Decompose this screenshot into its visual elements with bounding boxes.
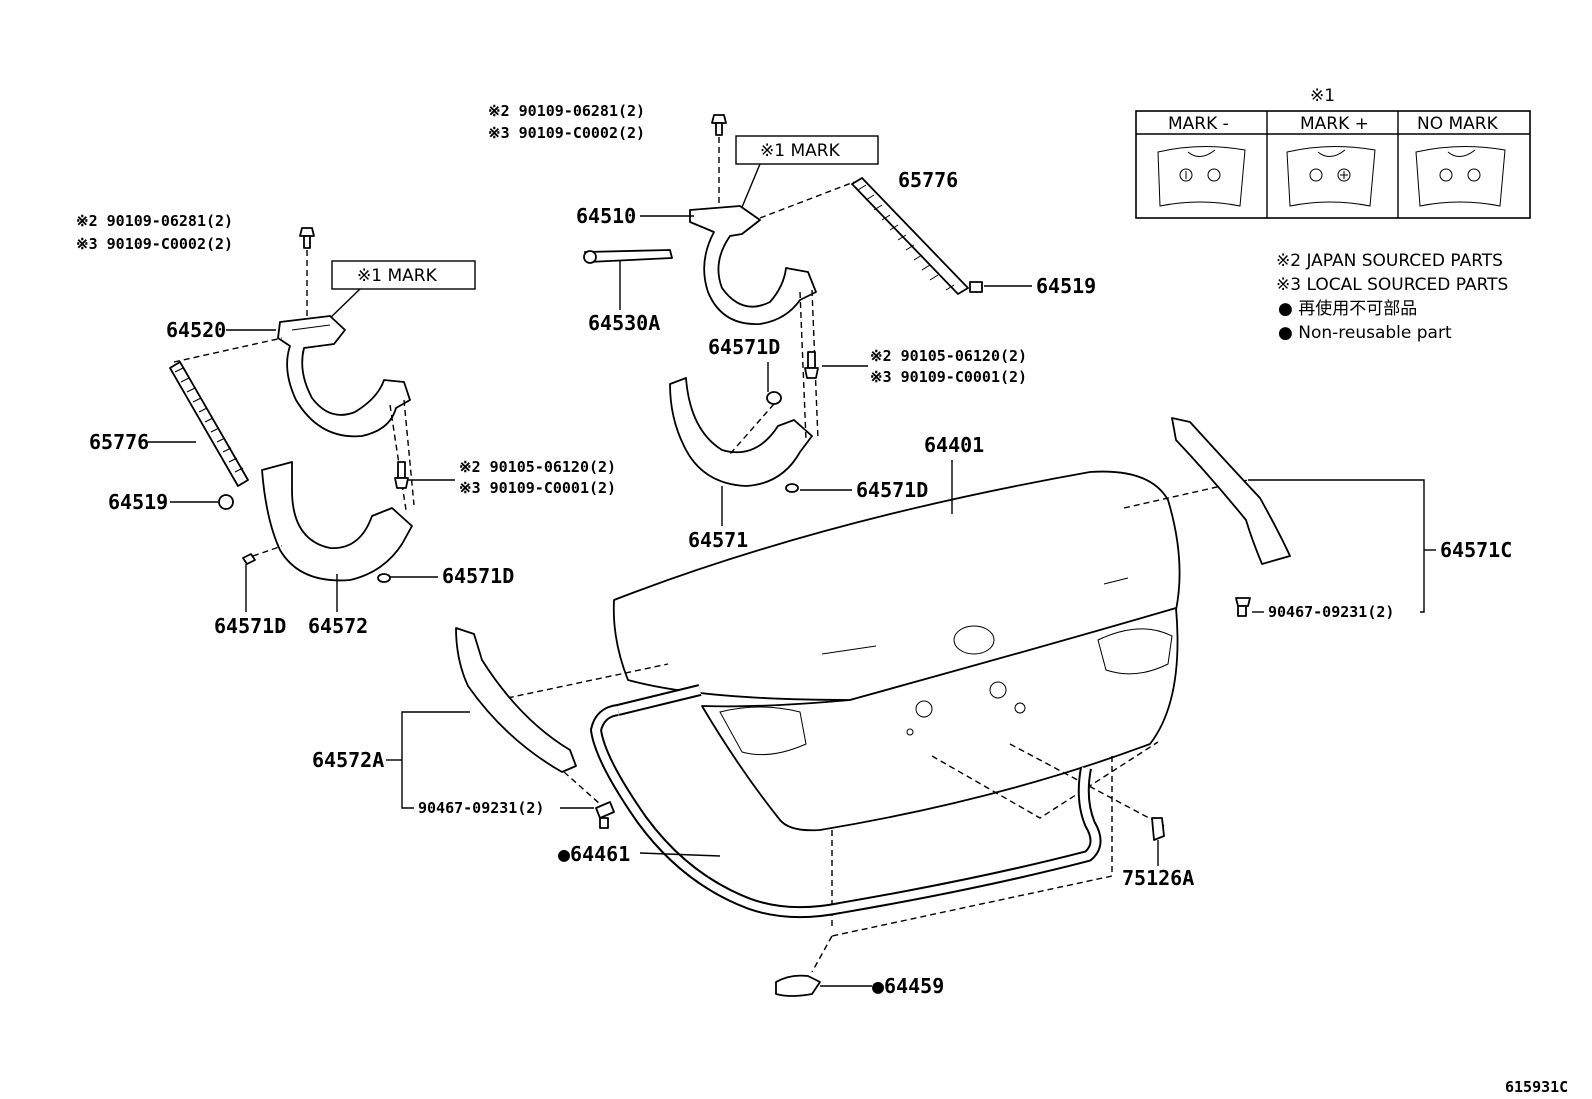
trim-64572a (455, 627, 577, 773)
mark-box-left-text: ※1 MARK (357, 266, 438, 286)
hinge-64510 (689, 205, 817, 325)
clip-64571d-a (242, 553, 256, 565)
trim-64571c (1171, 417, 1291, 565)
clip-90467-right (1235, 597, 1251, 617)
label-64519-left: 64519 (108, 490, 168, 514)
link-rod-64530a (583, 249, 673, 264)
label-64571d-c: 64571D (708, 335, 780, 359)
collar-64519-right (969, 281, 983, 293)
label-64572: 64572 (308, 614, 368, 638)
label-64571d-d: 64571D (856, 478, 928, 502)
leader-lines (148, 215, 1436, 987)
mark-plus-header: MARK + (1300, 114, 1369, 134)
label-64401: 64401 (924, 433, 984, 457)
left-hinge-assembly: ※1 MARK (169, 227, 476, 583)
label-64520: 64520 (166, 318, 226, 342)
label-64571d-a: 64571D (214, 614, 286, 638)
mark-table: ※1 MARK - MARK + NO MARK (1135, 86, 1531, 219)
clip-64571d-c (766, 391, 782, 405)
clip-64571d-b (377, 573, 391, 583)
spring-65776-right (851, 177, 969, 295)
no-mark-header: NO MARK (1417, 114, 1499, 134)
hinge-64520 (277, 315, 411, 438)
bolt-icon (299, 227, 315, 249)
part-labels: ※2 90109-06281(2) ※3 90109-C0002(2) 6452… (76, 102, 1568, 1096)
label-64510: 64510 (576, 204, 636, 228)
screw-icon (394, 461, 409, 489)
collar-64519-left (218, 494, 234, 510)
label-64459: ●64459 (872, 974, 944, 998)
hinge-cover-64571 (669, 377, 813, 487)
no-mark-sketch (1415, 145, 1506, 207)
legend-nonreusable-jp: ● 再使用不可部品 (1278, 298, 1417, 319)
hole-plug-64459 (775, 974, 821, 997)
label-75126a: 75126A (1122, 866, 1194, 890)
label-64571c: 64571C (1440, 538, 1512, 562)
label-clip-left: 90467-09231(2) (418, 799, 544, 817)
label-64571d-b: 64571D (442, 564, 514, 588)
trunk-lid-64401 (612, 470, 1181, 832)
mark-plus-sketch (1286, 145, 1376, 207)
screw-icon (804, 351, 819, 379)
spring-65776-left (169, 361, 249, 487)
label-bolt-right-local: ※3 90109-C0002(2) (488, 124, 645, 142)
label-clip-right: 90467-09231(2) (1268, 603, 1394, 621)
label-64572a: 64572A (312, 748, 384, 772)
mark-table-title: ※1 (1310, 86, 1335, 106)
label-65776-left: 65776 (89, 430, 149, 454)
legend-japan-sourced: ※2 JAPAN SOURCED PARTS (1276, 251, 1503, 271)
mark-box-left (331, 260, 476, 290)
mark-minus-header: MARK - (1168, 114, 1229, 134)
label-screw-right-jp: ※2 90105-06120(2) (870, 347, 1027, 365)
right-hinge-assembly: ※1 MARK (583, 114, 983, 493)
hinge-cover-64572 (261, 461, 413, 582)
clip-90467-left (595, 801, 615, 829)
label-65776-right: 65776 (898, 168, 958, 192)
label-screw-left-local: ※3 90109-C0001(2) (459, 479, 616, 497)
figure-code: 615931C (1505, 1078, 1568, 1096)
label-64461: ●64461 (558, 842, 630, 866)
mark-box-right (735, 135, 879, 165)
legend-nonreusable-en: ● Non-reusable part (1278, 323, 1452, 343)
label-64571: 64571 (688, 528, 748, 552)
label-bolt-left-local: ※3 90109-C0002(2) (76, 235, 233, 253)
bolt-icon (711, 114, 727, 136)
mark-box-right-text: ※1 MARK (760, 141, 841, 161)
label-64519-right: 64519 (1036, 274, 1096, 298)
label-64530a: 64530A (588, 311, 660, 335)
bumper-75126a (1151, 817, 1165, 841)
label-bolt-left-jp: ※2 90109-06281(2) (76, 212, 233, 230)
clip-64571d-d (785, 483, 799, 493)
label-screw-right-local: ※3 90109-C0001(2) (870, 368, 1027, 386)
label-bolt-right-jp: ※2 90109-06281(2) (488, 102, 645, 120)
label-screw-left-jp: ※2 90105-06120(2) (459, 458, 616, 476)
legend: ※2 JAPAN SOURCED PARTS ※3 LOCAL SOURCED … (1276, 251, 1508, 343)
legend-local-sourced: ※3 LOCAL SOURCED PARTS (1276, 275, 1508, 295)
mark-minus-sketch (1157, 145, 1246, 207)
